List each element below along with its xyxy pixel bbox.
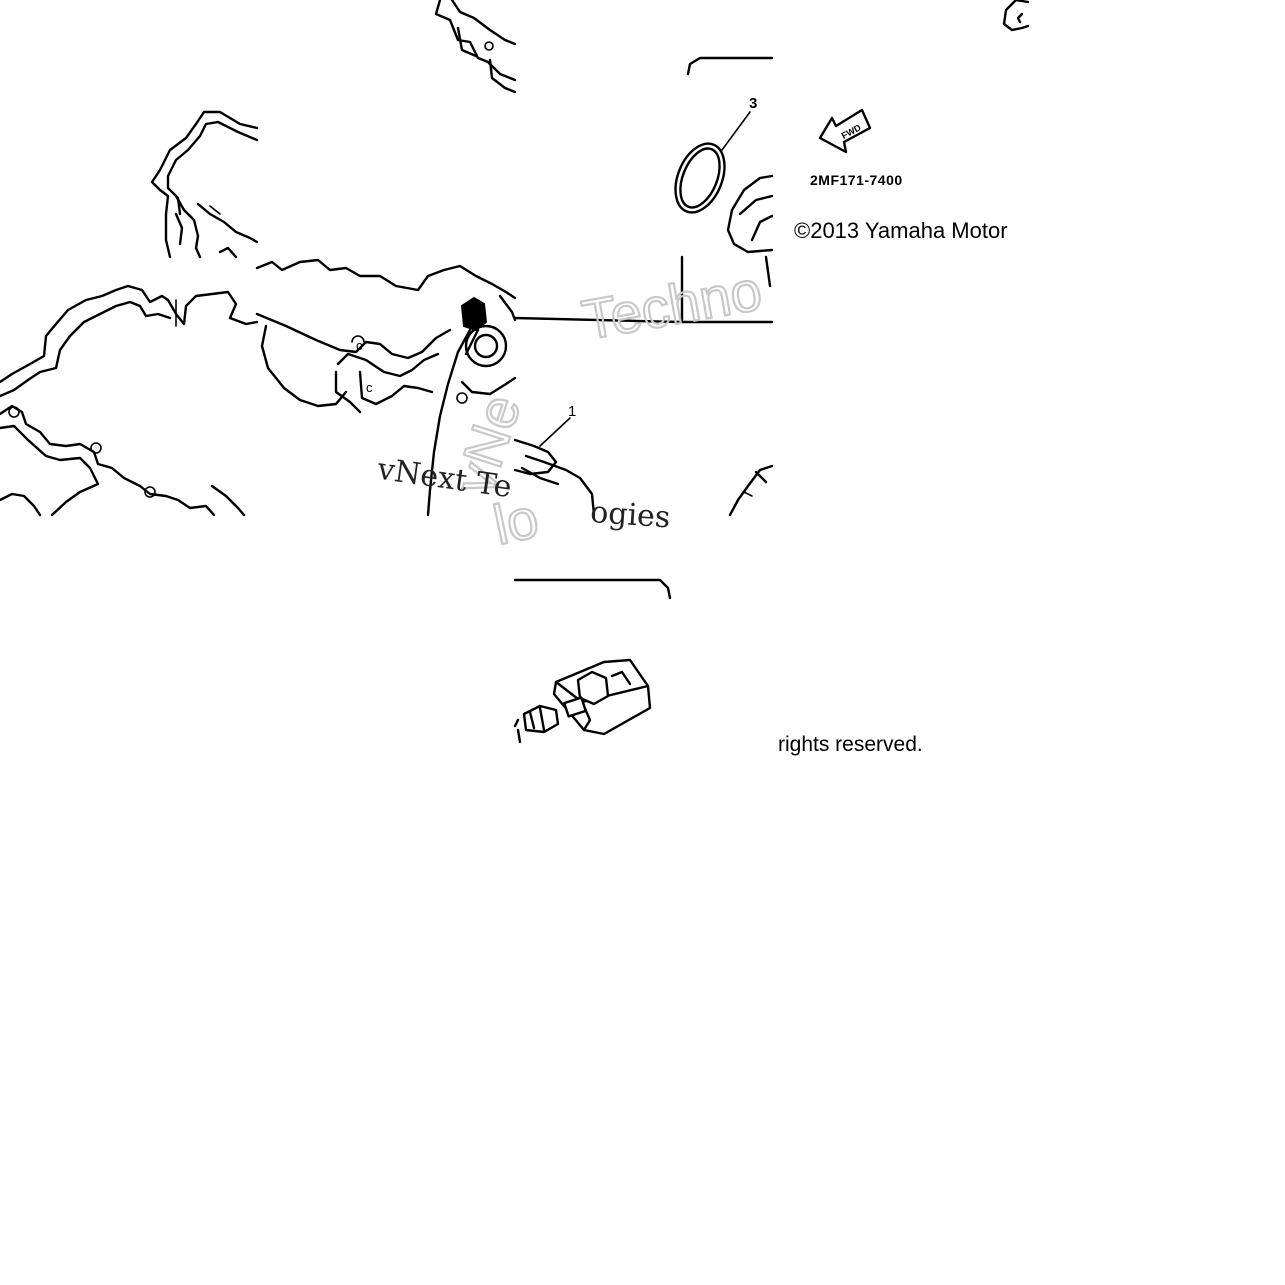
svg-text:c: c: [356, 338, 363, 353]
callout-1-label: 1: [568, 403, 576, 420]
crankcase-upper-tip: [434, 0, 517, 94]
oring-part-3: [674, 142, 726, 214]
fwd-arrow-icon: FWD: [818, 108, 872, 154]
diagram-part-number: 2MF171-7400: [810, 172, 903, 188]
watermark-outline-top: Techno: [577, 258, 766, 351]
svg-text:c: c: [366, 380, 373, 395]
sensor-part-1: [513, 438, 558, 476]
callout-3-label: 3: [749, 95, 757, 112]
copyright-text: ©2013 Yamaha Motor: [794, 218, 1008, 243]
rights-reserved-text: rights reserved.: [778, 733, 923, 756]
watermark-serif-tail: ogies: [589, 495, 671, 535]
watermark-outline-bottom: lo: [488, 486, 544, 557]
switch-connector-group: [513, 578, 672, 744]
crankcase-gasket: [0, 284, 259, 517]
legend-area: FWD 2MF171-7400 ©2013 Yamaha Motor: [794, 0, 1030, 243]
oil-pan-corner: [150, 110, 259, 259]
oring-callout-group: 3: [674, 56, 774, 254]
logo-fragment: [1002, 0, 1030, 32]
crankcase-center: c c vNe vNext Te: [255, 258, 534, 517]
black-plug: [460, 296, 488, 332]
